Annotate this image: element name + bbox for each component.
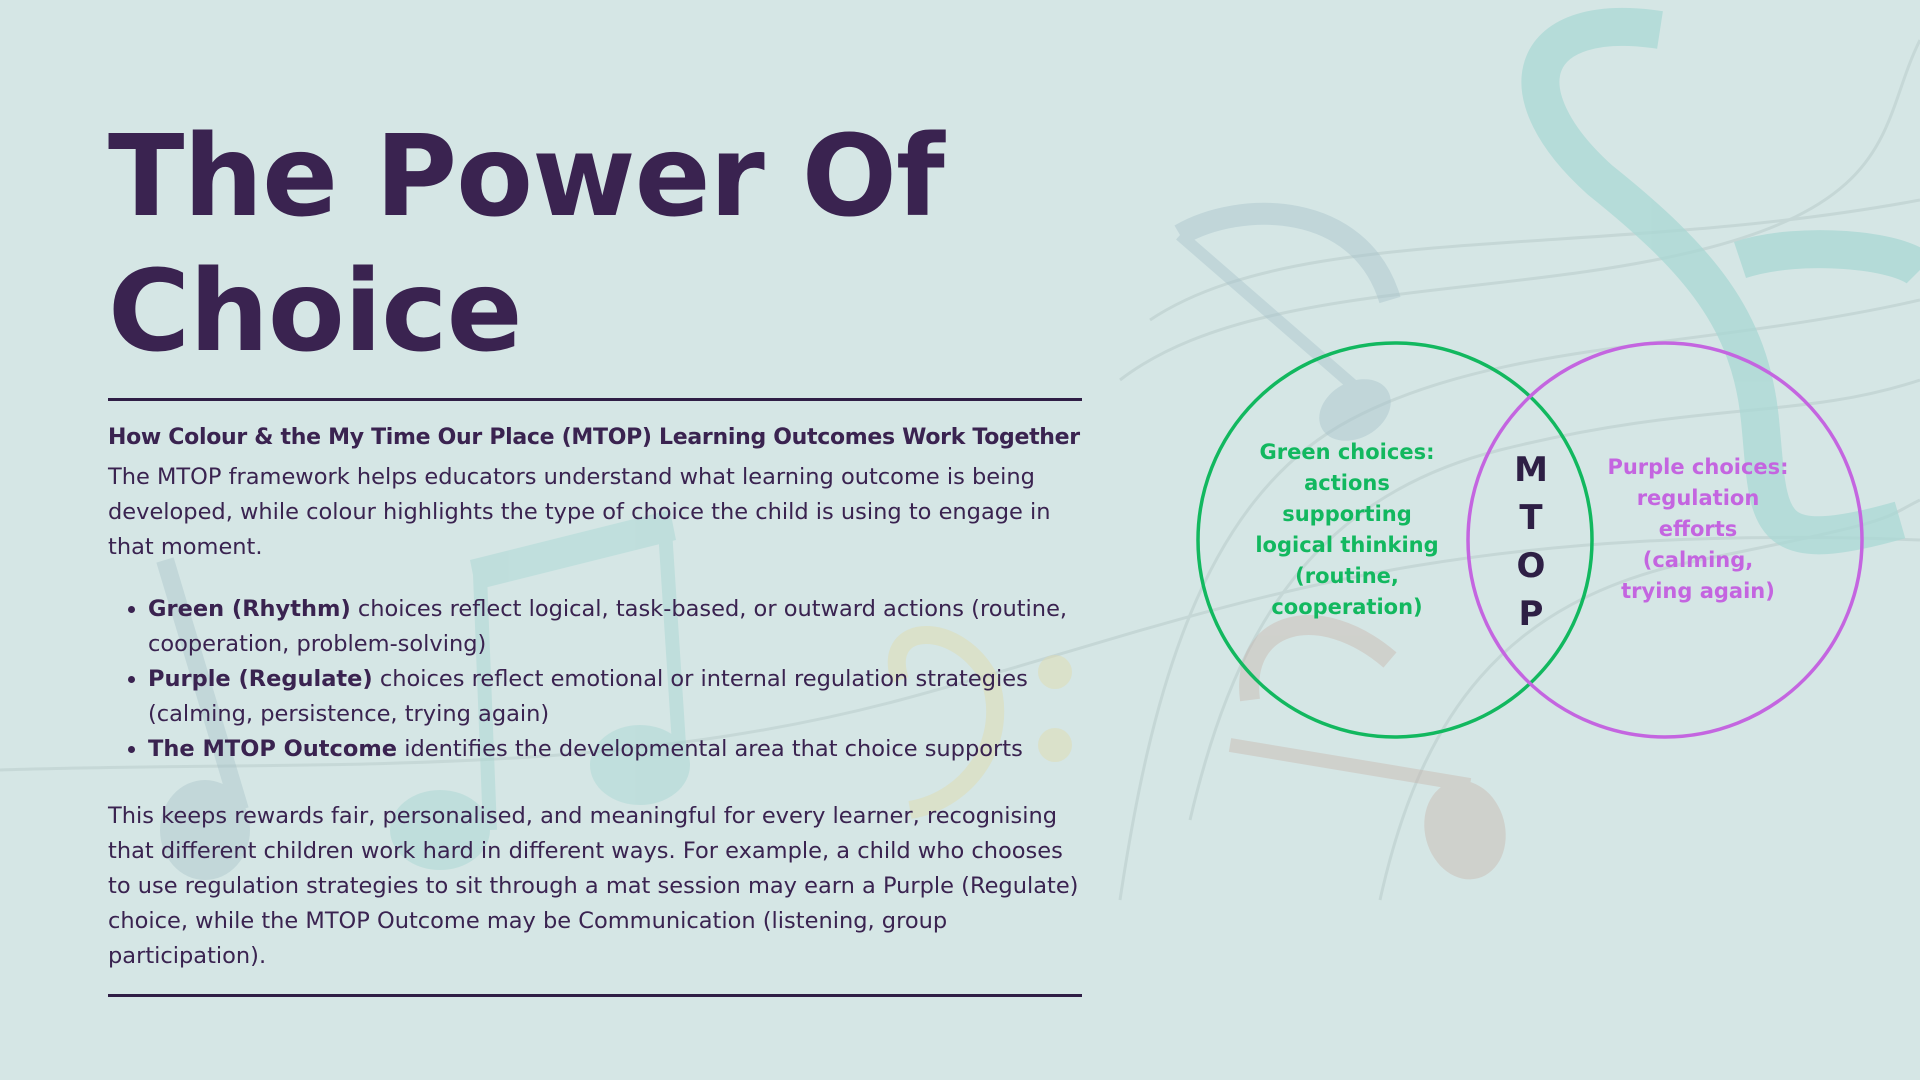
note-stem-icon — [156, 557, 250, 880]
intro-paragraph: The MTOP framework helps educators under… — [108, 464, 1051, 560]
green-choices-line-3: logical thinking — [1255, 533, 1438, 557]
mtop-letter-line-0: M — [1514, 450, 1548, 490]
bottom-divider — [108, 994, 1082, 997]
section-subtitle: How Colour & the My Time Our Place (MTOP… — [108, 425, 1080, 450]
green-choices-line-5: cooperation) — [1271, 595, 1422, 619]
green-choices-line-1: actions — [1304, 471, 1390, 495]
mtop-letter-line-3: P — [1519, 594, 1544, 634]
green-circle — [1196, 341, 1594, 739]
purple-choices-label: Purple choices: regulation efforts (calming… — [1607, 455, 1788, 603]
purple-choices-line-0: Purple choices: — [1607, 455, 1788, 479]
bullet-green: Green (Rhythm) choices reflect logical, … — [148, 592, 1082, 662]
green-choices-line-4: (routine, — [1295, 564, 1399, 588]
bullet-mtop: The MTOP Outcome identifies the developm… — [148, 732, 1082, 767]
bullet-mtop-text: identifies the developmental area that c… — [397, 736, 1023, 762]
closing-paragraph: This keeps rewards fair, personalised, a… — [108, 803, 1079, 969]
purple-choices-line-1: regulation — [1637, 486, 1760, 510]
title-line-2: Choice — [108, 247, 523, 377]
purple-circle — [1466, 341, 1864, 739]
quarter-note-icon — [1228, 615, 1506, 880]
mtop-letter-line-1: T — [1519, 498, 1543, 538]
bullet-purple: Purple (Regulate) choices reflect emotio… — [148, 662, 1082, 732]
eighth-note-icon — [1174, 202, 1401, 441]
mtop-vertical-label: MTOP — [1514, 450, 1548, 634]
mtop-letter-line-2: O — [1517, 546, 1546, 586]
purple-choices-line-3: (calming, — [1643, 548, 1753, 572]
bullet-green-label: Green (Rhythm) — [148, 596, 351, 622]
top-divider — [108, 398, 1082, 401]
treble-clef-icon — [1521, 7, 1920, 555]
title-line-1: The Power Of — [108, 112, 945, 242]
beamed-notes-icon — [390, 510, 690, 870]
green-choices-line-2: supporting — [1282, 502, 1412, 526]
bullet-purple-label: Purple (Regulate) — [148, 666, 373, 692]
green-choices-label: Green choices: actions supporting logical t… — [1255, 440, 1438, 619]
bullet-green-text: choices reflect logical, task-based, or … — [148, 596, 1068, 657]
venn-diagram: Green choices: actions supporting logical t… — [1196, 341, 1864, 739]
bass-clef-icon — [887, 626, 1005, 819]
choice-bullet-list: Green (Rhythm) choices reflect logical, … — [108, 592, 1082, 767]
bullet-purple-text: choices reflect emotional or internal re… — [148, 666, 1028, 727]
page-title: The Power Of Choice — [108, 110, 1082, 380]
purple-choices-line-2: efforts — [1659, 517, 1738, 541]
bullet-mtop-label: The MTOP Outcome — [148, 736, 398, 762]
text-panel: The Power Of Choice How Colour & the My … — [108, 110, 1082, 997]
green-choices-line-0: Green choices: — [1260, 440, 1435, 464]
purple-choices-line-4: trying again) — [1621, 579, 1775, 603]
